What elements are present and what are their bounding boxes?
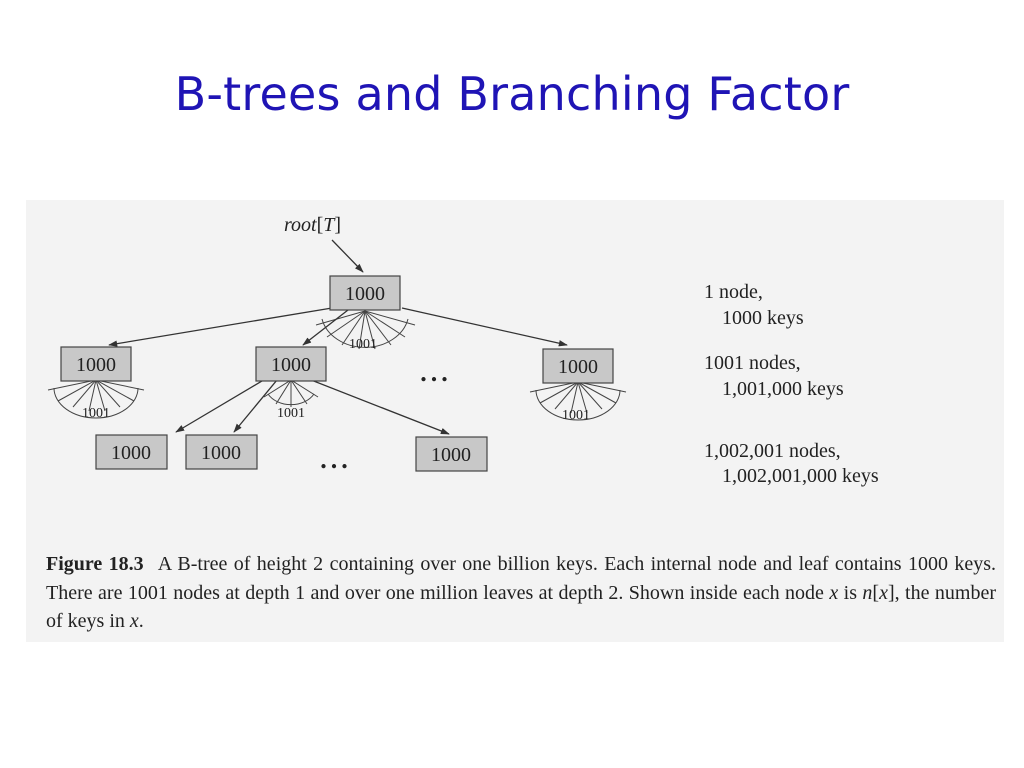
root-label: root[T] bbox=[284, 214, 341, 236]
root-node: 1000 bbox=[329, 275, 401, 311]
svg-text:1001 nodes,: 1001 nodes, bbox=[704, 352, 801, 374]
svg-text:1000: 1000 bbox=[345, 283, 385, 305]
edge-root-left bbox=[108, 307, 333, 347]
depth1-node-middle: 1000 bbox=[255, 346, 327, 382]
fans bbox=[47, 310, 627, 421]
root-pointer-arrow bbox=[331, 239, 364, 273]
figure-label: Figure 18.3 bbox=[46, 553, 144, 575]
root-children-label: 1001 bbox=[349, 337, 377, 352]
edge-middle-leaf3 bbox=[305, 377, 450, 435]
leaf-node-3: 1000 bbox=[415, 436, 488, 472]
edge-middle-leaf2 bbox=[233, 379, 278, 433]
depth1-ellipsis: ... bbox=[420, 358, 452, 387]
middle-children-label: 1001 bbox=[277, 406, 305, 421]
slide-title: B-trees and Branching Factor bbox=[174, 67, 850, 121]
root-label-name: root bbox=[284, 214, 317, 236]
level-summary-depth2: 1,002,001 nodes, 1,002,001,000 keys bbox=[704, 440, 879, 487]
root-label-close: ] bbox=[334, 214, 341, 236]
leaf-node-1: 1000 bbox=[95, 434, 168, 470]
svg-text:1000: 1000 bbox=[431, 444, 471, 466]
edge-root-middle bbox=[302, 309, 349, 346]
depth1-left-fan bbox=[47, 379, 145, 419]
svg-text:1,002,001,000 keys: 1,002,001,000 keys bbox=[722, 465, 879, 487]
figure-panel: root[T] bbox=[26, 200, 1004, 642]
svg-text:1000: 1000 bbox=[201, 442, 241, 464]
btree-diagram: root[T] bbox=[47, 214, 879, 487]
leaf-node-2: 1000 bbox=[185, 434, 258, 470]
svg-text:1000 keys: 1000 keys bbox=[722, 307, 804, 329]
level-summary-depth1: 1001 nodes, 1,001,000 keys bbox=[704, 352, 844, 400]
svg-text:1 node,: 1 node, bbox=[704, 281, 763, 303]
level-summary-root: 1 node, 1000 keys bbox=[704, 281, 804, 329]
svg-text:1,002,001 nodes,: 1,002,001 nodes, bbox=[704, 440, 841, 462]
depth2-ellipsis: ... bbox=[320, 445, 352, 474]
edge-root-right bbox=[401, 307, 568, 347]
svg-text:1000: 1000 bbox=[558, 356, 598, 378]
depth1-middle-fan bbox=[263, 379, 319, 407]
depth1-right-fan bbox=[529, 381, 627, 421]
svg-text:1000: 1000 bbox=[271, 354, 311, 376]
svg-text:1000: 1000 bbox=[111, 442, 151, 464]
root-fan bbox=[315, 310, 416, 350]
depth1-node-left: 1000 bbox=[60, 346, 132, 382]
left-children-label: 1001 bbox=[82, 406, 110, 421]
svg-text:1000: 1000 bbox=[76, 354, 116, 376]
right-children-label: 1001 bbox=[562, 408, 590, 423]
svg-text:1,001,000 keys: 1,001,000 keys bbox=[722, 378, 844, 400]
root-label-var: T bbox=[323, 214, 336, 236]
root-label-open: [ bbox=[317, 214, 324, 236]
edge-middle-leaf1 bbox=[175, 377, 268, 433]
depth1-node-right: 1000 bbox=[542, 348, 614, 384]
